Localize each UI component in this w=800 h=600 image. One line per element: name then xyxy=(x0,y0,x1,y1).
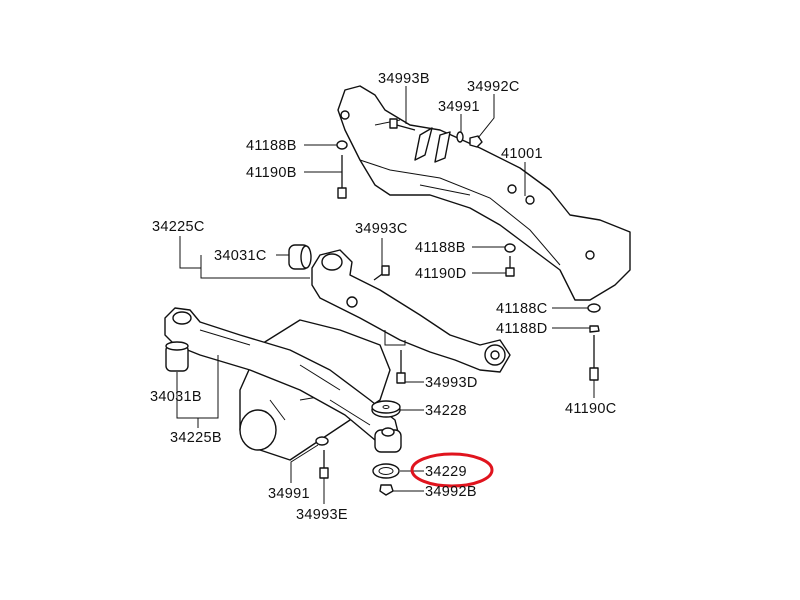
label-34992B[interactable]: 34992B xyxy=(425,484,477,500)
label-34228[interactable]: 34228 xyxy=(425,403,467,419)
label-34993B[interactable]: 34993B xyxy=(378,71,430,87)
washer-41188B-mid xyxy=(504,243,516,253)
bolt-41190D xyxy=(505,256,515,277)
label-34229[interactable]: 34229 xyxy=(425,464,467,480)
label-34225C[interactable]: 34225C xyxy=(152,219,205,235)
label-41188B-mid[interactable]: 41188B xyxy=(415,240,466,256)
bolt-34993B xyxy=(389,118,416,131)
label-34992C[interactable]: 34992C xyxy=(467,79,520,95)
bolt-34993D xyxy=(396,350,406,384)
label-41190B[interactable]: 41190B xyxy=(246,165,297,181)
label-41188D[interactable]: 41188D xyxy=(496,321,548,337)
washer-34991-bottom xyxy=(315,436,329,446)
label-34993D[interactable]: 34993D xyxy=(425,375,478,391)
nut-34992B xyxy=(379,484,394,496)
label-41188B-top[interactable]: 41188B xyxy=(246,138,297,154)
label-34991-top[interactable]: 34991 xyxy=(438,99,480,115)
leader-lines xyxy=(176,86,595,504)
nut-41188D xyxy=(589,325,600,333)
bushing-34031C xyxy=(288,244,312,270)
washer-41188B xyxy=(336,140,348,150)
label-41001[interactable]: 41001 xyxy=(501,146,543,162)
bushing-34031B xyxy=(165,341,189,372)
label-34225B[interactable]: 34225B xyxy=(170,430,222,446)
bolt-41190B xyxy=(337,155,347,199)
label-34991-bottom[interactable]: 34991 xyxy=(268,486,310,502)
label-41190D[interactable]: 41190D xyxy=(415,266,467,282)
bolt-41190C xyxy=(589,335,599,381)
highlight-ring xyxy=(410,452,494,488)
crossmember-41001 xyxy=(337,85,631,301)
washer-34991 xyxy=(456,131,464,143)
bolt-34993E xyxy=(319,450,329,479)
bushing-rear-mount xyxy=(374,427,402,453)
bolt-34993C xyxy=(373,265,390,281)
label-34993E[interactable]: 34993E xyxy=(296,507,348,523)
label-34031B[interactable]: 34031B xyxy=(150,389,202,405)
stopper-34229 xyxy=(372,463,400,479)
member-34225C xyxy=(311,249,511,373)
label-34031C[interactable]: 34031C xyxy=(214,248,267,264)
label-34993C[interactable]: 34993C xyxy=(355,221,408,237)
washer-41188C xyxy=(587,303,601,313)
label-41188C[interactable]: 41188C xyxy=(496,301,548,317)
label-41190C[interactable]: 41190C xyxy=(565,401,617,417)
nut-34992C xyxy=(469,135,483,148)
stopper-34228 xyxy=(371,400,401,418)
